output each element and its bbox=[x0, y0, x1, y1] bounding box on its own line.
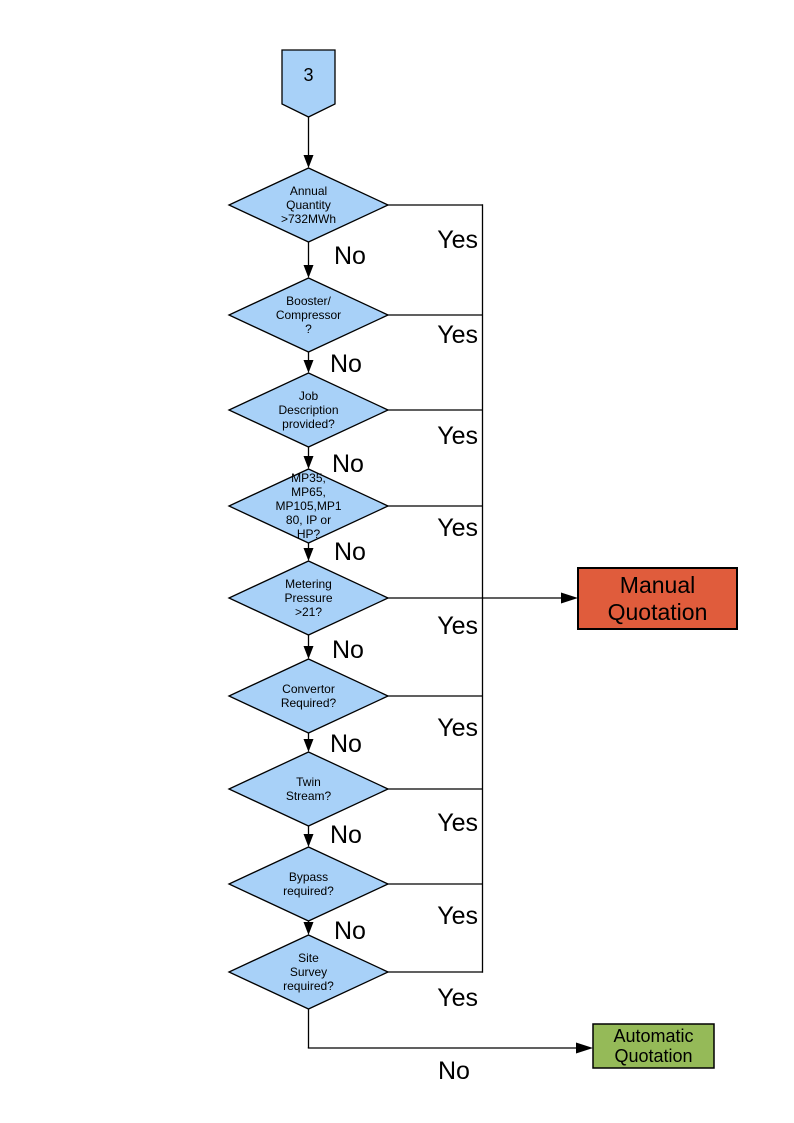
arrowhead-down bbox=[303, 834, 314, 847]
no-label: No bbox=[334, 917, 366, 945]
decision-label-twin-stream: Twin Stream? bbox=[285, 775, 332, 803]
automatic-quotation-label: Automatic Quotation bbox=[613, 1026, 694, 1066]
arrowhead-right bbox=[576, 1042, 593, 1054]
decision-bypass bbox=[227, 846, 390, 922]
decision-site-survey bbox=[227, 934, 390, 1010]
yes-label: Yes bbox=[437, 422, 478, 450]
arrowhead-down bbox=[303, 922, 314, 935]
decision-label-annual-quantity: Annual Quantity >732MWh bbox=[280, 184, 337, 226]
decision-label-booster-compressor: Booster/ Compressor ? bbox=[275, 294, 342, 336]
arrowhead-down bbox=[303, 360, 314, 373]
yes-label: Yes bbox=[437, 902, 478, 930]
yes-label: Yes bbox=[437, 514, 478, 542]
decision-label-job-description: Job Description provided? bbox=[278, 389, 339, 431]
manual-quotation-label: Manual Quotation bbox=[607, 571, 708, 625]
decision-label-site-survey: Site Survey required? bbox=[283, 951, 334, 993]
offpage-connector-label: 3 bbox=[303, 64, 314, 85]
decision-booster-compressor bbox=[227, 277, 390, 353]
arrowhead-right bbox=[561, 592, 578, 604]
arrowhead-down bbox=[303, 456, 314, 469]
arrowhead-down bbox=[303, 646, 314, 659]
decision-meter-type bbox=[227, 468, 390, 544]
arrowhead-down bbox=[303, 265, 314, 278]
manual-quotation-box bbox=[577, 567, 738, 630]
decision-label-bypass: Bypass required? bbox=[283, 870, 334, 898]
yes-label: Yes bbox=[437, 984, 478, 1012]
no-label: No bbox=[330, 821, 362, 849]
decision-twin-stream bbox=[227, 751, 390, 827]
no-label: No bbox=[438, 1057, 470, 1085]
decision-metering-pressure bbox=[227, 560, 390, 636]
yes-label: Yes bbox=[437, 809, 478, 837]
decision-annual-quantity bbox=[227, 167, 390, 243]
no-label: No bbox=[332, 636, 364, 664]
automatic-quotation-box bbox=[592, 1023, 715, 1069]
yes-label: Yes bbox=[437, 714, 478, 742]
decision-label-metering-pressure: Metering Pressure >21? bbox=[284, 577, 333, 619]
no-label: No bbox=[332, 450, 364, 478]
decision-convertor bbox=[227, 658, 390, 734]
decision-label-meter-type: MP35, MP65, MP105,MP1 80, IP or HP? bbox=[275, 471, 342, 541]
arrowhead-down bbox=[303, 548, 314, 561]
yes-label: Yes bbox=[437, 226, 478, 254]
decision-job-description bbox=[227, 372, 390, 448]
decision-label-convertor: Convertor Required? bbox=[280, 682, 337, 710]
no-label: No bbox=[334, 242, 366, 270]
no-label: No bbox=[334, 538, 366, 566]
no-label: No bbox=[330, 350, 362, 378]
offpage-connector-shape bbox=[281, 49, 336, 118]
arrowhead-down bbox=[303, 739, 314, 752]
arrowhead-down bbox=[303, 155, 314, 168]
no-label: No bbox=[330, 730, 362, 758]
yes-label: Yes bbox=[437, 612, 478, 640]
yes-label: Yes bbox=[437, 321, 478, 349]
